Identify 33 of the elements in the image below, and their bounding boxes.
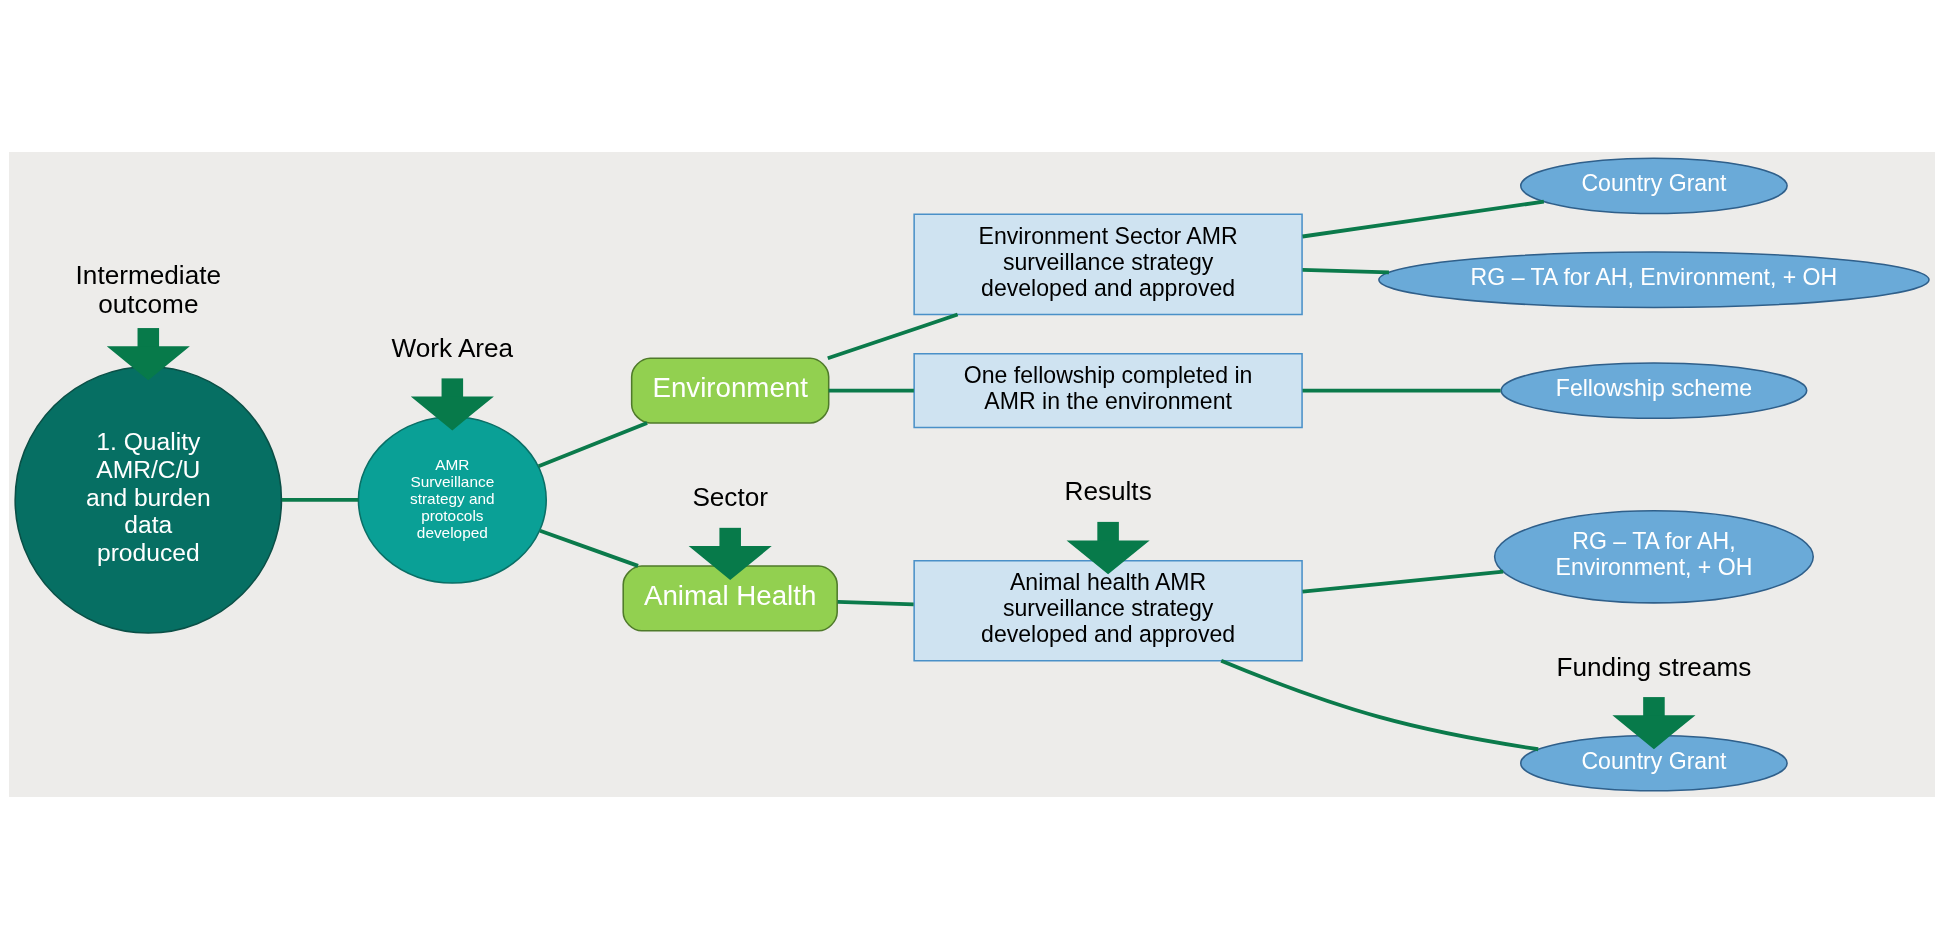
connector xyxy=(281,497,359,502)
node-text: Work Area xyxy=(391,332,514,363)
connector xyxy=(1220,659,1539,752)
node-ellipse: RG – TA for AH, Environment, + OH xyxy=(1378,251,1930,309)
connector xyxy=(1302,199,1545,239)
arrow xyxy=(688,527,772,580)
node-box: Animal Health xyxy=(622,565,838,632)
node-box: Animal health AMR surveillance strategy developed and approved xyxy=(913,559,1303,662)
node-box: Environment xyxy=(630,357,830,424)
connector xyxy=(827,312,959,361)
node-box: Environment Sector AMR surveillance strategy developed and approved xyxy=(913,213,1303,316)
connector xyxy=(1302,388,1501,393)
connector xyxy=(537,421,648,468)
node-text: Intermediate outcome xyxy=(75,259,221,320)
connector xyxy=(837,599,914,607)
node-ellipse: Country Grant xyxy=(1520,734,1788,792)
connector xyxy=(539,529,639,568)
arrow xyxy=(106,328,190,381)
node-ellipse: Fellowship scheme xyxy=(1500,362,1808,420)
arrow xyxy=(1612,697,1696,750)
connector xyxy=(1302,267,1389,275)
arrow xyxy=(1066,521,1150,575)
arrow xyxy=(410,378,494,431)
node-ellipse: RG – TA for AH, Environment, + OH xyxy=(1493,510,1814,604)
node-text: Results xyxy=(1064,476,1152,507)
node-text: Sector xyxy=(692,482,768,513)
node-ellipse: AMR Surveillance strategy and protocols developed xyxy=(357,416,547,584)
node-circle: 1. Quality AMR/C/U and burden data produced xyxy=(14,365,283,634)
connector xyxy=(828,388,914,393)
node-text: Funding streams xyxy=(1556,651,1752,682)
node-ellipse: Country Grant xyxy=(1520,157,1788,215)
connector xyxy=(1302,569,1504,594)
node-box: One fellowship completed in AMR in the environment xyxy=(913,352,1303,429)
